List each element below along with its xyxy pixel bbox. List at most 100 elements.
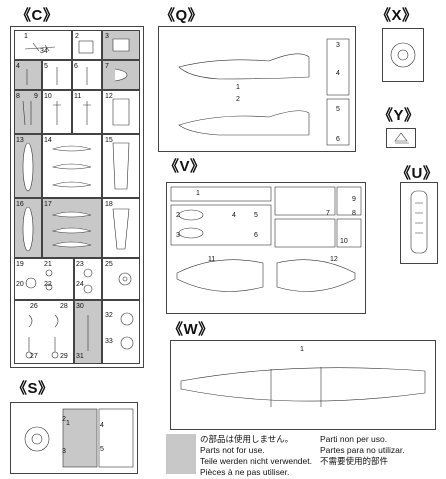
sprue-c-cell-unused	[74, 300, 102, 364]
part-number: 22	[44, 281, 52, 288]
part-number: 1	[236, 84, 240, 91]
part-number: 7	[326, 210, 330, 217]
section-title-u: 《U》	[396, 165, 439, 182]
part-number: 11	[74, 93, 82, 100]
part-number: 1	[66, 420, 70, 427]
legend-line-zh: 不需要使用的部件	[320, 456, 389, 466]
part-number: 3	[336, 42, 340, 49]
part-number: 10	[44, 93, 52, 100]
part-number: 3	[62, 448, 66, 455]
part-number: 5	[44, 63, 48, 70]
part-number: 29	[60, 353, 68, 360]
sprue-u-frame	[400, 182, 438, 264]
part-number: 12	[330, 256, 338, 263]
sprue-c-cell	[102, 300, 140, 364]
legend-line-ja: の部品は使用しません。	[200, 434, 294, 444]
sprue-q-frame	[158, 26, 356, 152]
part-number: 24	[76, 281, 84, 288]
part-number: 20	[16, 281, 24, 288]
sprue-c-cell	[102, 90, 140, 134]
part-number: 33	[105, 338, 113, 345]
part-number: 23	[76, 261, 84, 268]
part-number: 1	[196, 190, 200, 197]
part-number: 28	[60, 303, 68, 310]
sprue-c-cell	[42, 90, 72, 134]
part-number: 4	[16, 63, 20, 70]
section-title-y: 《Y》	[378, 107, 420, 124]
part-number: 17	[44, 201, 52, 208]
part-number: 21	[44, 261, 52, 268]
sprue-w-frame	[170, 340, 436, 430]
part-number: 30	[76, 303, 84, 310]
part-number: 11	[208, 256, 216, 263]
sprue-c-cell	[72, 60, 102, 90]
section-title-w: 《W》	[168, 321, 214, 338]
section-title-s: 《S》	[12, 380, 54, 397]
sprue-c-cell	[72, 90, 102, 134]
legend-line-en: Parts not for use.	[200, 445, 265, 455]
sprue-c-cell-unused	[14, 90, 42, 134]
part-number: 5	[100, 446, 104, 453]
sprue-c-cell	[102, 134, 140, 198]
part-number: 6	[336, 136, 340, 143]
part-number: 4	[100, 422, 104, 429]
section-title-v: 《V》	[164, 158, 206, 175]
section-title-c: 《C》	[16, 7, 59, 24]
part-number: 34	[40, 48, 48, 55]
part-number: 27	[30, 353, 38, 360]
part-number: 5	[254, 212, 258, 219]
sprue-c-cell	[14, 30, 72, 60]
part-number: 3	[105, 33, 109, 40]
part-number: 8	[16, 93, 20, 100]
part-number: 12	[105, 93, 113, 100]
part-number: 3	[176, 232, 180, 239]
legend-line-de: Teile werden nicht verwendet.	[200, 456, 312, 466]
part-number: 14	[44, 137, 52, 144]
part-number: 26	[30, 303, 38, 310]
part-number: 6	[254, 232, 258, 239]
sprue-c-cell-unused	[14, 134, 42, 198]
part-number: 31	[76, 353, 84, 360]
sprue-c-cell-unused	[102, 60, 140, 90]
part-number: 9	[352, 196, 356, 203]
sprue-c-cell	[74, 258, 102, 300]
sprue-y-frame	[386, 128, 416, 148]
sprue-x-frame	[382, 28, 424, 82]
sprue-c-cell	[42, 134, 102, 198]
part-number: 1	[300, 346, 304, 353]
sprue-c-cell-unused	[102, 30, 140, 60]
part-number: 13	[16, 137, 24, 144]
part-number: 18	[105, 201, 113, 208]
sprue-c-cell-unused	[42, 198, 102, 258]
part-number: 19	[16, 261, 24, 268]
sprue-v-frame	[166, 182, 366, 314]
part-number: 5	[336, 106, 340, 113]
part-number: 2	[236, 96, 240, 103]
sprue-c-cell	[72, 30, 102, 60]
part-number: 10	[340, 238, 348, 245]
part-number: 9	[34, 93, 38, 100]
part-number: 16	[16, 201, 24, 208]
part-number: 4	[336, 70, 340, 77]
section-title-x: 《X》	[376, 7, 418, 24]
part-number: 2	[75, 33, 79, 40]
legend-line-it: Parti non per uso.	[320, 434, 388, 444]
sprue-c-cell	[42, 60, 72, 90]
part-number: 2	[62, 416, 66, 423]
section-title-q: 《Q》	[160, 7, 204, 24]
part-number: 15	[105, 137, 113, 144]
legend-line-es: Partes para no utilizar.	[320, 445, 405, 455]
sprue-s-frame	[10, 402, 138, 474]
sprue-c-cell	[102, 258, 140, 300]
sprue-c-cell	[14, 300, 74, 364]
sprue-c-cell	[102, 198, 140, 258]
part-number: 25	[105, 261, 113, 268]
part-number: 4	[232, 212, 236, 219]
part-number: 1	[24, 33, 28, 40]
part-number: 6	[74, 63, 78, 70]
part-number: 8	[352, 210, 356, 217]
sprue-c-cell-unused	[14, 60, 42, 90]
part-number: 2	[176, 212, 180, 219]
unused-parts-swatch	[166, 434, 196, 474]
part-number: 7	[105, 63, 109, 70]
